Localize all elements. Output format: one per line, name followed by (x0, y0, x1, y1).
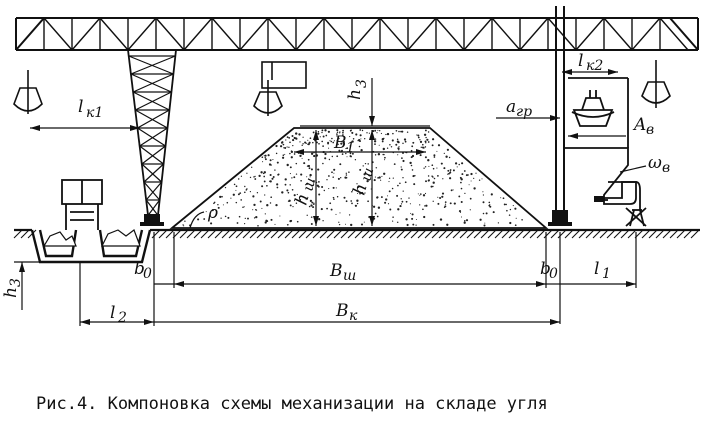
conveyor-support (625, 207, 647, 227)
svg-text:l: l (578, 51, 583, 71)
svg-text:0: 0 (143, 266, 152, 282)
svg-text:B: B (329, 261, 343, 281)
label-l2: l 2 (110, 303, 127, 326)
svg-text:в: в (662, 160, 670, 176)
grab-bucket-center (253, 61, 307, 116)
svg-text:l: l (594, 259, 599, 279)
svg-text:h: h (1, 287, 21, 298)
svg-text:a: a (506, 97, 516, 117)
rail-wagon (61, 179, 103, 230)
svg-text:ш: ш (358, 166, 377, 183)
svg-text:гр: гр (516, 104, 532, 120)
left-leg-lattice (128, 55, 176, 216)
label-l-k1: l к1 (78, 97, 103, 121)
label-l-k2: l к2 (578, 51, 603, 74)
ground-hatching (13, 229, 700, 239)
figure-caption: Рис.4. Компоновка схемы механизации на с… (36, 394, 548, 414)
right-leg-base (548, 210, 572, 226)
svg-text:3: 3 (354, 79, 370, 88)
coal-in-trench (42, 229, 141, 247)
label-omega-v: ω в (648, 153, 670, 176)
svg-text:2: 2 (117, 310, 127, 326)
wagon-in-hopper (571, 90, 615, 127)
left-leg-base (140, 214, 164, 226)
grab-bucket-right (641, 60, 671, 108)
label-l1: l 1 (594, 259, 611, 282)
svg-text:ш: ш (343, 268, 356, 284)
svg-text:A: A (632, 115, 646, 135)
label-h3-top: h 3 (345, 79, 370, 100)
label-B1: B 1 (333, 133, 355, 156)
label-A-v: A в (632, 115, 654, 138)
label-b0-right: b 0 (540, 259, 558, 282)
svg-text:h: h (345, 89, 365, 100)
svg-text:1: 1 (346, 140, 355, 156)
svg-text:0: 0 (549, 266, 558, 282)
girder-truss (43, 17, 689, 51)
receiving-hopper (563, 77, 641, 210)
svg-text:B: B (333, 133, 347, 153)
grab-bucket-left (13, 70, 43, 114)
svg-text:в: в (646, 122, 654, 138)
svg-text:ω: ω (648, 153, 662, 173)
svg-text:к1: к1 (86, 105, 103, 121)
svg-text:l: l (110, 303, 115, 323)
svg-text:ш: ш (300, 176, 319, 193)
label-h3-left: h 3 (1, 278, 24, 298)
hopper-gate (594, 196, 604, 202)
left-crane-leg (127, 49, 177, 216)
svg-text:b: b (540, 259, 551, 279)
svg-text:1: 1 (602, 266, 611, 282)
svg-text:3: 3 (8, 278, 24, 287)
svg-text:l: l (78, 97, 83, 117)
label-rho: ρ (207, 203, 218, 223)
svg-text:к: к (349, 308, 358, 324)
svg-text:b: b (134, 259, 145, 279)
svg-text:к2: к2 (586, 58, 603, 74)
coal-pile (169, 127, 549, 229)
label-h-sh-left: h ш (292, 176, 320, 207)
label-B-sh: B ш (329, 261, 356, 284)
label-h-sh-right: h ш (350, 166, 378, 197)
crane-girder (15, 17, 699, 51)
dimension-arrows (19, 69, 636, 325)
label-B-k: B к (335, 301, 358, 324)
svg-text:B: B (335, 301, 349, 321)
svg-text:h: h (292, 192, 314, 208)
right-crane-leg (555, 6, 565, 218)
label-b0-left: b 0 (134, 259, 152, 282)
label-a-gr: a гр (506, 97, 532, 120)
svg-text:ρ: ρ (207, 203, 218, 223)
svg-text:h: h (350, 182, 372, 198)
